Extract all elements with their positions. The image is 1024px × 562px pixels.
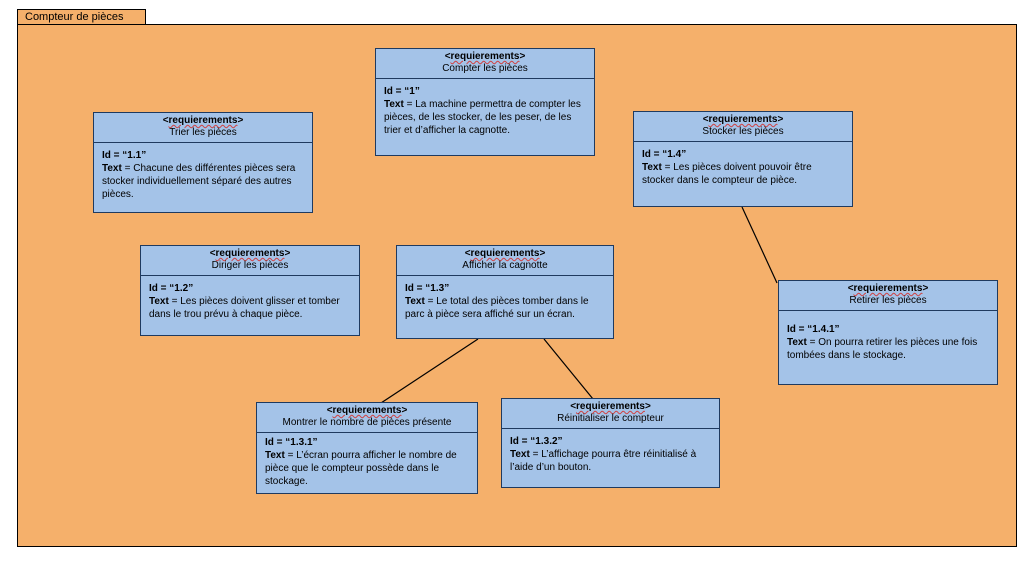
requirement-title: Stocker les pièces [702, 126, 784, 137]
requirement-title: Compter les pièces [442, 63, 528, 74]
requirement-box-retirer[interactable]: <requierements> Retirer les pièces Id = … [778, 280, 998, 385]
requirement-title: Retirer les pièces [849, 295, 927, 306]
requirement-id: Id = “1.1” [102, 150, 147, 161]
stereotype-label: <requierements> [162, 115, 244, 126]
requirement-text: Text = Le total des pièces tomber dans l… [405, 296, 589, 320]
requirement-body: Id = “1” Text = La machine permettra de … [376, 79, 594, 141]
package-tab: Compteur de pièces [17, 9, 146, 24]
requirement-text: Text = Les pièces doivent glisser et tom… [149, 296, 340, 320]
requirement-box-compter[interactable]: <requierements> Compter les pièces Id = … [375, 48, 595, 156]
requirement-body: Id = “1.3” Text = Le total des pièces to… [397, 276, 613, 325]
requirement-id: Id = “1.3.2” [510, 436, 563, 447]
requirement-id: Id = “1.4.1” [787, 324, 840, 335]
requirement-id: Id = “1.4” [642, 149, 687, 160]
requirement-title: Afficher la cagnotte [462, 260, 548, 271]
requirement-id: Id = “1.3” [405, 283, 450, 294]
requirement-header: <requierements> Retirer les pièces [779, 281, 997, 311]
requirement-text: Text = L’écran pourra afficher le nombre… [265, 450, 457, 487]
requirement-header: <requierements> Stocker les pièces [634, 112, 852, 142]
requirement-header: <requierements> Afficher la cagnotte [397, 246, 613, 276]
requirement-body: Id = “1.2” Text = Les pièces doivent gli… [141, 276, 359, 325]
requirement-header: <requierements> Compter les pièces [376, 49, 594, 79]
requirement-box-cagnotte[interactable]: <requierements> Afficher la cagnotte Id … [396, 245, 614, 339]
requirement-text: Text = Les pièces doivent pouvoir être s… [642, 162, 812, 186]
requirement-text: Text = La machine permettra de compter l… [384, 99, 581, 136]
requirement-id: Id = “1.3.1” [265, 437, 318, 448]
stereotype-label: <requierements> [847, 283, 929, 294]
requirement-box-reinitialiser[interactable]: <requierements> Réinitialiser le compteu… [501, 398, 720, 488]
package-title: Compteur de pièces [25, 11, 124, 23]
requirement-text: Text = Chacune des différentes pièces se… [102, 163, 296, 200]
requirement-box-trier[interactable]: <requierements> Trier les pièces Id = “1… [93, 112, 313, 213]
stereotype-label: <requierements> [209, 248, 291, 259]
requirement-box-diriger[interactable]: <requierements> Diriger les pièces Id = … [140, 245, 360, 336]
requirement-id: Id = “1” [384, 86, 420, 97]
requirement-header: <requierements> Diriger les pièces [141, 246, 359, 276]
stereotype-label: <requierements> [702, 114, 784, 125]
requirement-header: <requierements> Réinitialiser le compteu… [502, 399, 719, 429]
stereotype-label: <requierements> [464, 248, 546, 259]
requirement-body: Id = “1.4” Text = Les pièces doivent pou… [634, 142, 852, 191]
requirement-body: Id = “1.4.1” Text = On pourra retirer le… [779, 311, 997, 366]
stereotype-label: <requierements> [570, 401, 651, 412]
requirement-id: Id = “1.2” [149, 283, 194, 294]
requirement-body: Id = “1.1” Text = Chacune des différente… [94, 143, 312, 205]
stereotype-label: <requierements> [326, 405, 408, 416]
requirement-text: Text = L’affichage pourra être réinitial… [510, 449, 697, 473]
requirement-title: Trier les pièces [169, 127, 237, 138]
requirement-title: Diriger les pièces [211, 260, 289, 271]
requirement-body: Id = “1.3.1” Text = L’écran pourra affic… [257, 433, 477, 492]
requirement-title: Montrer le nombre de pièces présente [282, 417, 452, 428]
requirement-text: Text = On pourra retirer les pièces une … [787, 337, 978, 361]
requirement-title: Réinitialiser le compteur [557, 413, 664, 424]
stereotype-label: <requierements> [444, 51, 526, 62]
requirement-header: <requierements> Trier les pièces [94, 113, 312, 143]
requirement-body: Id = “1.3.2” Text = L’affichage pourra ê… [502, 429, 719, 478]
requirement-box-montrer[interactable]: <requierements> Montrer le nombre de piè… [256, 402, 478, 494]
requirement-header: <requierements> Montrer le nombre de piè… [257, 403, 477, 433]
requirement-box-stocker[interactable]: <requierements> Stocker les pièces Id = … [633, 111, 853, 207]
